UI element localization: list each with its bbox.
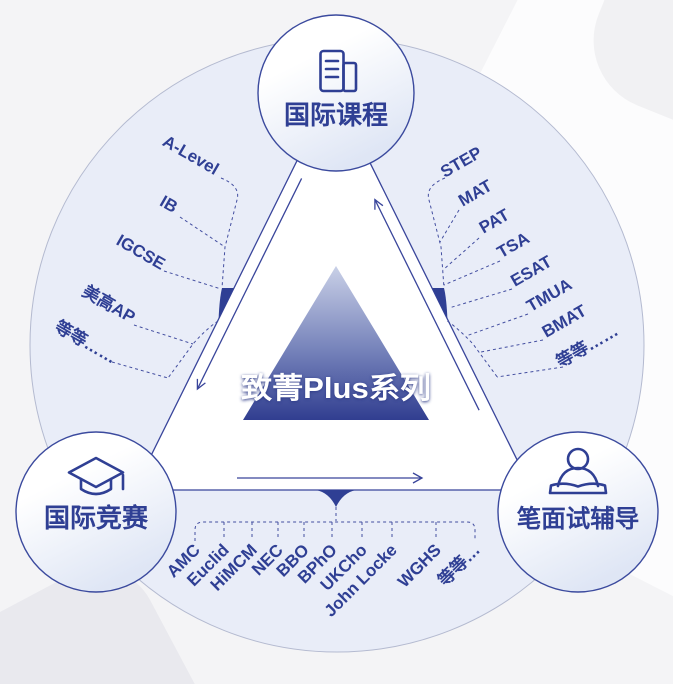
reader-icon — [548, 447, 608, 495]
node-top: 国际课程 — [257, 14, 415, 172]
node-right-label: 笔面试辅导 — [517, 504, 640, 533]
node-right: 笔面试辅导 — [497, 431, 659, 593]
node-right-circle — [497, 431, 659, 593]
center-gradient-triangle — [243, 266, 429, 420]
node-top-label: 国际课程 — [284, 100, 388, 130]
bottom-bracket — [194, 507, 476, 541]
center-title-shadow: 致菁Plus系列 — [241, 373, 431, 406]
node-left-circle — [15, 431, 177, 593]
node-left-label: 国际竞赛 — [44, 503, 149, 533]
graduation-cap-icon — [67, 456, 125, 496]
edge-connector-arrowheads — [218, 288, 448, 507]
right-fan-leaders — [427, 177, 564, 379]
center-title: 致菁Plus系列 — [241, 372, 431, 405]
node-top-circle — [257, 14, 415, 172]
triangle-flow-arrows — [196, 178, 480, 484]
courses-building-icon — [319, 49, 358, 93]
left-fan-leaders — [111, 177, 239, 379]
node-left: 国际竞赛 — [15, 431, 177, 593]
